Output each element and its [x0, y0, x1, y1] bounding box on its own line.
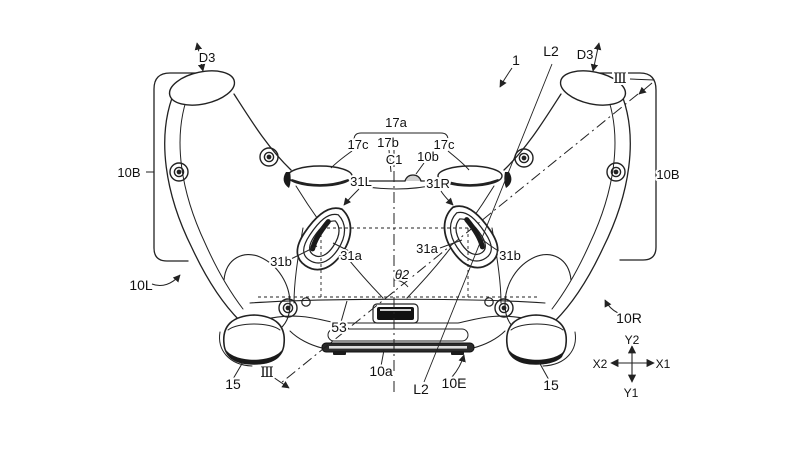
leader-1: [499, 67, 513, 88]
coordinate-axes: [610, 345, 655, 383]
label-panel-10b-left: 10B: [117, 165, 140, 180]
label-ref-31r: 31R: [426, 176, 450, 191]
leader-31b-left: [290, 245, 318, 260]
d3-arrow-right: [590, 42, 602, 72]
line-l2: [423, 63, 553, 383]
leader-17c-right: [447, 150, 470, 171]
bottom-slot: [328, 329, 468, 341]
right-grip: [504, 65, 630, 331]
label-grip-10r: 10R: [616, 310, 642, 326]
label-panel-10b-right: 10B: [656, 167, 679, 182]
label-num-1: 1: [512, 52, 520, 68]
label-d3-right: D3: [577, 47, 594, 62]
label-ref-31a-left: 31a: [340, 248, 362, 263]
screws: [170, 148, 625, 317]
label-ref-15-left: 15: [225, 376, 241, 392]
label-section-iii-bottom: Ⅲ: [260, 365, 274, 381]
label-ref-15-right: 15: [543, 377, 559, 393]
right-rear-panel: [589, 73, 656, 260]
left-grip: [165, 65, 291, 331]
right-trigger-button: [507, 315, 576, 366]
label-ref-17a: 17a: [385, 115, 407, 130]
left-shoulder-button: [283, 166, 352, 188]
label-grip-10l: 10L: [129, 277, 153, 293]
label-section-iii-top: Ⅲ: [613, 71, 627, 87]
label-ref-17c-left: 17c: [348, 137, 369, 152]
leader-10a: [380, 349, 385, 367]
leader-15-right: [538, 361, 550, 381]
label-ref-theta2: θ2: [395, 267, 410, 282]
left-trigger-button: [220, 315, 285, 366]
label-axis-y1: Y1: [624, 386, 639, 400]
annotation-lines: [146, 42, 662, 392]
d3-arrow-left: [194, 42, 206, 72]
leader-10r: [604, 299, 619, 314]
leader-31r: [440, 190, 454, 206]
leader-53: [340, 300, 348, 323]
leader-31a-right: [439, 239, 463, 249]
leader-10b-bump: [415, 162, 425, 175]
label-ref-c1: C1: [386, 152, 403, 167]
small-hole-right: [485, 298, 493, 306]
label-axis-x1: X1: [656, 357, 671, 371]
label-ref-17c-right: 17c: [434, 137, 455, 152]
usb-connector: [373, 304, 418, 323]
label-ref-31l: 31L: [350, 174, 372, 189]
right-shoulder-button: [438, 166, 512, 188]
label-ref-31b-left: 31b: [270, 254, 292, 269]
leader-31a-left: [332, 242, 352, 253]
leader-31l: [343, 188, 360, 206]
label-ref-53: 53: [331, 319, 347, 335]
label-ref-31b-right: 31b: [499, 248, 521, 263]
leader-10e: [451, 354, 466, 378]
right-paddle-ring: [433, 197, 506, 277]
label-d3-left: D3: [199, 50, 216, 65]
label-l2-bottom: L2: [413, 381, 429, 397]
section-line-iii: [272, 78, 655, 389]
controller-drawing: [154, 65, 656, 366]
leader-10l: [151, 274, 181, 287]
label-axis-y2: Y2: [625, 333, 640, 347]
label-axis-x2: X2: [593, 357, 608, 371]
leader-17c-left: [330, 150, 353, 169]
theta2-arc: [393, 279, 409, 288]
connector-bump: [405, 175, 421, 181]
leader-17b: [388, 149, 392, 173]
top-edge: [352, 175, 440, 189]
left-rear-panel: [154, 73, 206, 261]
label-ref-31a-right: 31a: [416, 241, 438, 256]
label-ref-10a: 10a: [369, 363, 393, 379]
label-ref-10e: 10E: [442, 375, 467, 391]
right-grip-cap: [557, 65, 628, 110]
label-l2-top: L2: [543, 43, 559, 59]
label-ref-17b: 17b: [377, 135, 399, 150]
label-ref-10b-bump: 10b: [417, 149, 439, 164]
leader-31b-right: [477, 235, 501, 253]
bracket-17a: [353, 132, 449, 141]
small-hole-left: [302, 298, 310, 306]
leader-15-left: [232, 361, 244, 380]
left-grip-cap: [166, 65, 237, 110]
light-bar: [322, 343, 474, 355]
left-paddle-ring: [290, 199, 363, 279]
